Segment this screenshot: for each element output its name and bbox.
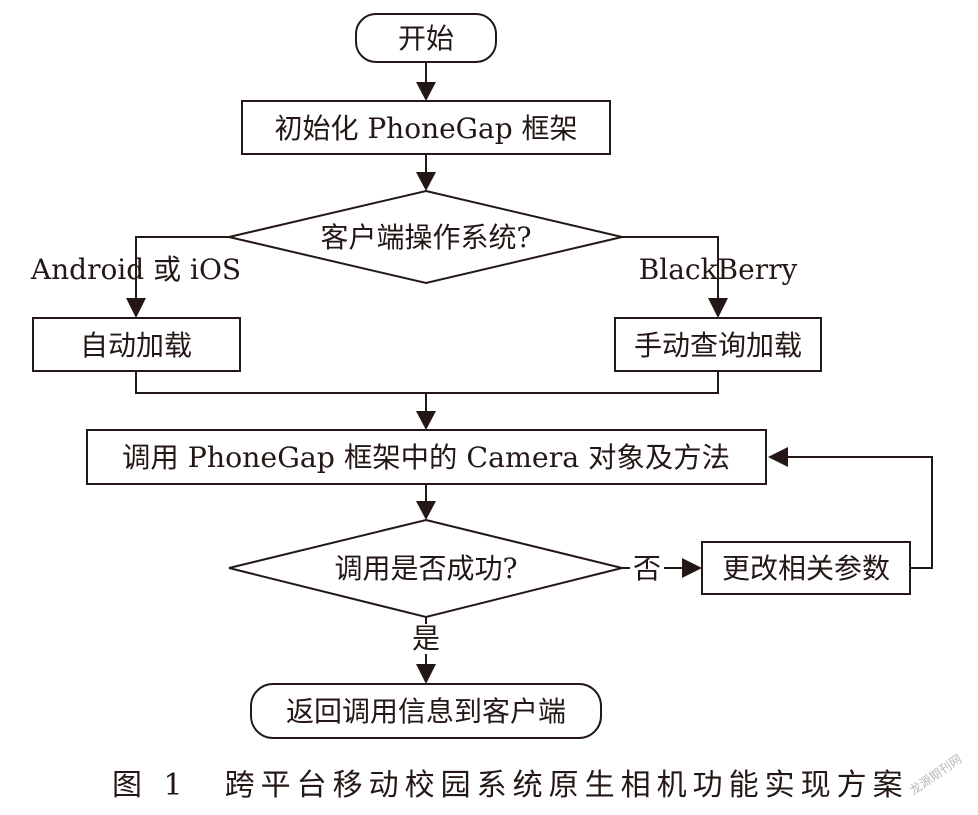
init-label: 初始化 PhoneGap 框架 [274, 112, 577, 145]
branch-left-label: Android 或 iOS [30, 253, 241, 286]
arrowhead-change-params [682, 558, 702, 578]
invoke-node: 调用 PhoneGap 框架中的 Camera 对象及方法 [86, 429, 767, 485]
arrowhead-loop-back [768, 447, 788, 467]
start-node: 开始 [355, 13, 497, 63]
no-label: 否 [633, 552, 661, 585]
end-node: 返回调用信息到客户端 [250, 683, 602, 739]
arrowhead-manual-load [708, 298, 728, 318]
arrowhead-invoke [416, 411, 436, 430]
auto-load-node: 自动加载 [32, 317, 241, 372]
success-decision-node: 调用是否成功? [228, 518, 623, 619]
os-decision-node: 客户端操作系统? [228, 189, 623, 285]
os-decision-label: 客户端操作系统? [320, 221, 531, 254]
watermark-text: 龙源期刊网 [907, 752, 964, 798]
success-decision-label: 调用是否成功? [334, 552, 517, 585]
yes-label: 是 [412, 622, 440, 655]
arrowhead-end [416, 664, 436, 684]
auto-load-label: 自动加载 [80, 329, 192, 362]
arrowhead-os [416, 172, 436, 191]
connector-os-right [622, 236, 719, 299]
connector-os-left [135, 236, 229, 299]
invoke-label: 调用 PhoneGap 框架中的 Camera 对象及方法 [122, 441, 730, 474]
change-params-node: 更改相关参数 [701, 541, 911, 595]
arrowhead-auto-load [126, 298, 146, 318]
manual-load-label: 手动查询加载 [634, 329, 802, 362]
manual-load-node: 手动查询加载 [614, 317, 822, 372]
connectors [126, 62, 933, 684]
branch-right-label: BlackBerry [639, 253, 798, 286]
connector-merge [135, 371, 719, 394]
arrowhead-init [416, 82, 436, 101]
init-node: 初始化 PhoneGap 框架 [241, 100, 611, 155]
arrowhead-success [416, 501, 436, 520]
end-label: 返回调用信息到客户端 [286, 695, 566, 728]
figure-caption: 图 1 跨平台移动校园系统原生相机功能实现方案 [112, 768, 909, 803]
connector-loop-back [786, 456, 933, 569]
change-params-label: 更改相关参数 [722, 552, 890, 585]
start-label: 开始 [398, 22, 454, 55]
